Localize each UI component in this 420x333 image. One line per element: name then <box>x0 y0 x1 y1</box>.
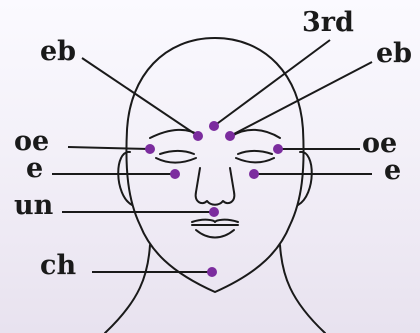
point-eyebrow-left <box>193 131 203 141</box>
mouth-top <box>192 220 238 222</box>
point-outer-eye-left <box>145 144 155 154</box>
point-chin <box>207 267 217 277</box>
label-under-eye-right: e <box>384 157 401 184</box>
label-outer-eye-right: oe <box>362 130 397 157</box>
neck-left <box>105 245 150 333</box>
label-third-eye: 3rd <box>302 9 354 36</box>
leader-eyebrow-left <box>82 58 198 136</box>
label-eyebrow-left: eb <box>40 38 76 65</box>
left-eyebrow <box>150 130 200 138</box>
point-under-nose <box>209 207 219 217</box>
label-outer-eye-left: oe <box>14 128 49 155</box>
label-under-eye-left: e <box>26 155 43 182</box>
label-under-nose: un <box>14 192 53 219</box>
point-under-eye-right <box>249 169 259 179</box>
point-under-eye-left <box>170 169 180 179</box>
head-outline <box>126 38 303 292</box>
point-outer-eye-right <box>273 144 283 154</box>
label-eyebrow-right: eb <box>376 40 412 67</box>
right-eye-lid <box>238 151 272 154</box>
left-eye-lid <box>160 151 194 154</box>
leader-outer-eye-left <box>68 147 150 149</box>
nose <box>196 168 235 205</box>
point-third-eye <box>209 121 219 131</box>
neck-right <box>280 245 325 333</box>
left-eye <box>156 158 196 163</box>
point-eyebrow-right <box>225 131 235 141</box>
right-eye <box>236 158 274 163</box>
mouth-bottom <box>196 230 234 238</box>
label-chin: ch <box>40 252 76 279</box>
